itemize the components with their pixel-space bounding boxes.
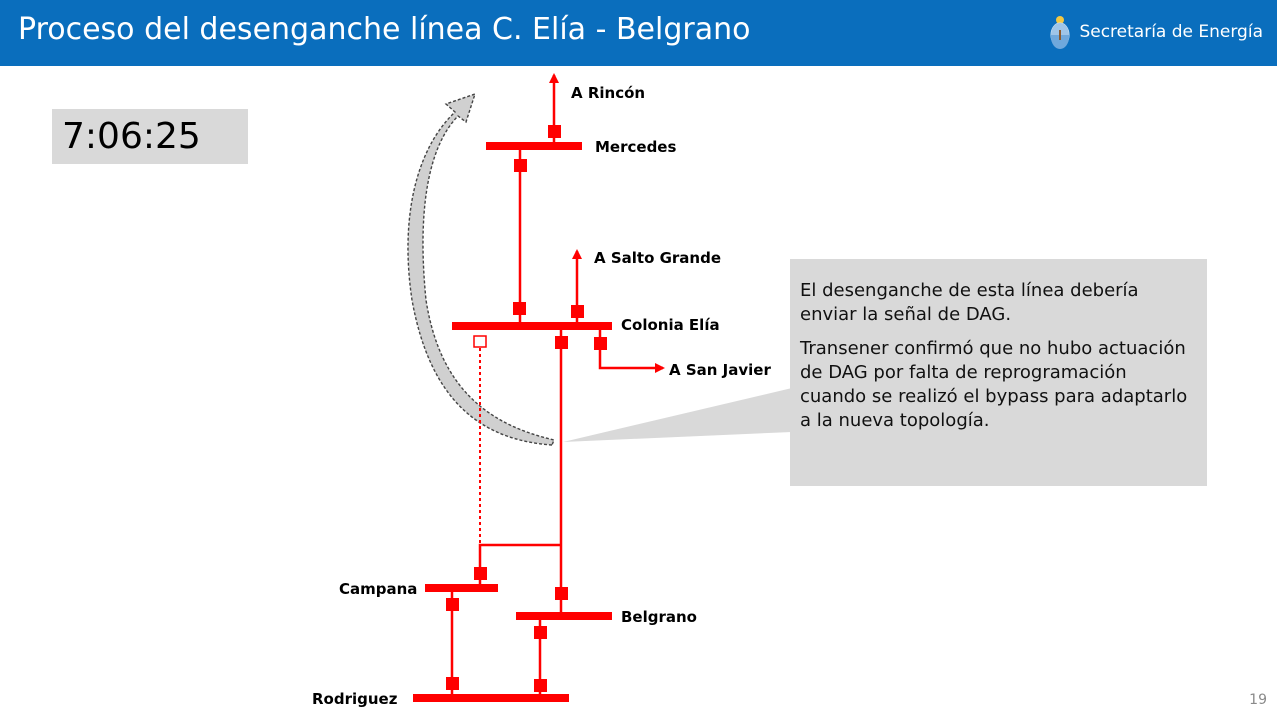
breaker-closed [571, 305, 584, 318]
brand: Secretaría de Energía [1049, 14, 1263, 50]
label-rodriguez: Rodriguez [312, 690, 398, 708]
time-display: 7:06:25 [52, 109, 248, 164]
breaker-closed [555, 336, 568, 349]
label-campana: Campana [339, 580, 417, 598]
bypass-junction [478, 543, 561, 588]
header-bar: Proceso del desenganche línea C. Elía - … [0, 0, 1277, 66]
breaker-closed [548, 125, 561, 138]
label-mercedes: Mercedes [595, 138, 676, 156]
breaker-closed [446, 677, 459, 690]
breaker-closed [474, 567, 487, 580]
brand-name: Secretaría de Energía [1079, 22, 1263, 42]
label-a-salto-grande: A Salto Grande [594, 249, 721, 267]
breaker-closed [514, 159, 527, 172]
single-line-diagram: A Rincón Mercedes A Salto Grande Colonia… [312, 73, 792, 708]
label-a-rincon: A Rincón [571, 84, 645, 102]
breaker-closed [446, 598, 459, 611]
curved-arrow-icon [407, 92, 555, 446]
callout-paragraph-1: El desenganche de esta línea debería env… [800, 280, 1139, 325]
red-network [413, 73, 665, 702]
station-labels: A Rincón Mercedes A Salto Grande Colonia… [312, 84, 771, 708]
label-colonia-elia: Colonia Elía [621, 316, 720, 334]
callout-paragraph-2: Transener confirmó que no hubo actuación… [800, 338, 1188, 431]
breaker-closed [534, 679, 547, 692]
breaker-open [473, 335, 487, 348]
page-title: Proceso del desenganche línea C. Elía - … [18, 12, 751, 47]
breaker-closed [513, 302, 526, 315]
callout-pointer [563, 388, 792, 442]
label-belgrano: Belgrano [621, 608, 697, 626]
breakers [446, 125, 607, 692]
label-a-san-javier: A San Javier [669, 361, 771, 379]
page-number: 19 [1249, 692, 1267, 708]
breaker-closed [594, 337, 607, 350]
breaker-closed [555, 587, 568, 600]
argentina-shield-icon [1050, 16, 1070, 49]
explanation-callout: El desenganche de esta línea debería env… [790, 259, 1207, 486]
breaker-closed [534, 626, 547, 639]
